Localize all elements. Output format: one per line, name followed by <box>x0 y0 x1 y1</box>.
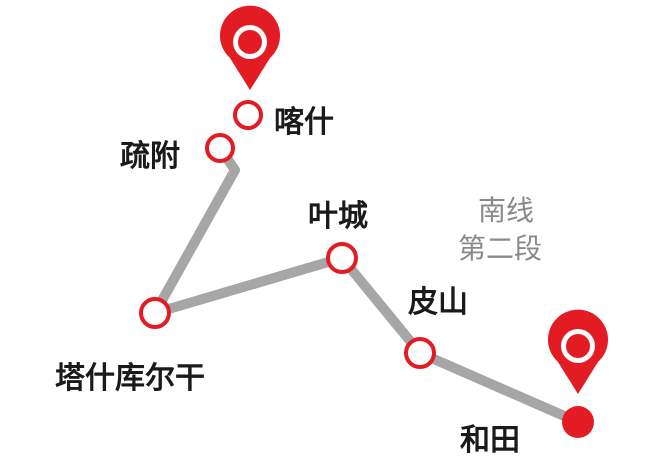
station-marker-tashkurgan <box>139 297 171 329</box>
station-label-shufu: 疏附 <box>120 139 180 174</box>
station-label-kashgar: 喀什 <box>274 105 334 140</box>
section-note-line1: 南线 <box>478 194 534 227</box>
station-marker-shufu <box>205 133 235 163</box>
station-marker-kashgar <box>233 100 263 130</box>
station-marker-yecheng <box>326 242 358 274</box>
section-note-line2: 第二段 <box>458 232 542 265</box>
map-pin-icon <box>220 5 281 90</box>
route-line <box>150 145 581 427</box>
station-marker-pishan <box>404 337 436 369</box>
station-label-pishan: 皮山 <box>408 285 468 320</box>
station-label-yecheng: 叶城 <box>308 199 368 234</box>
station-label-hotan: 和田 <box>460 423 520 458</box>
map-pin-icon <box>547 309 608 394</box>
station-label-tashkurgan: 塔什库尔干 <box>55 361 205 396</box>
station-marker-hotan <box>562 406 594 438</box>
